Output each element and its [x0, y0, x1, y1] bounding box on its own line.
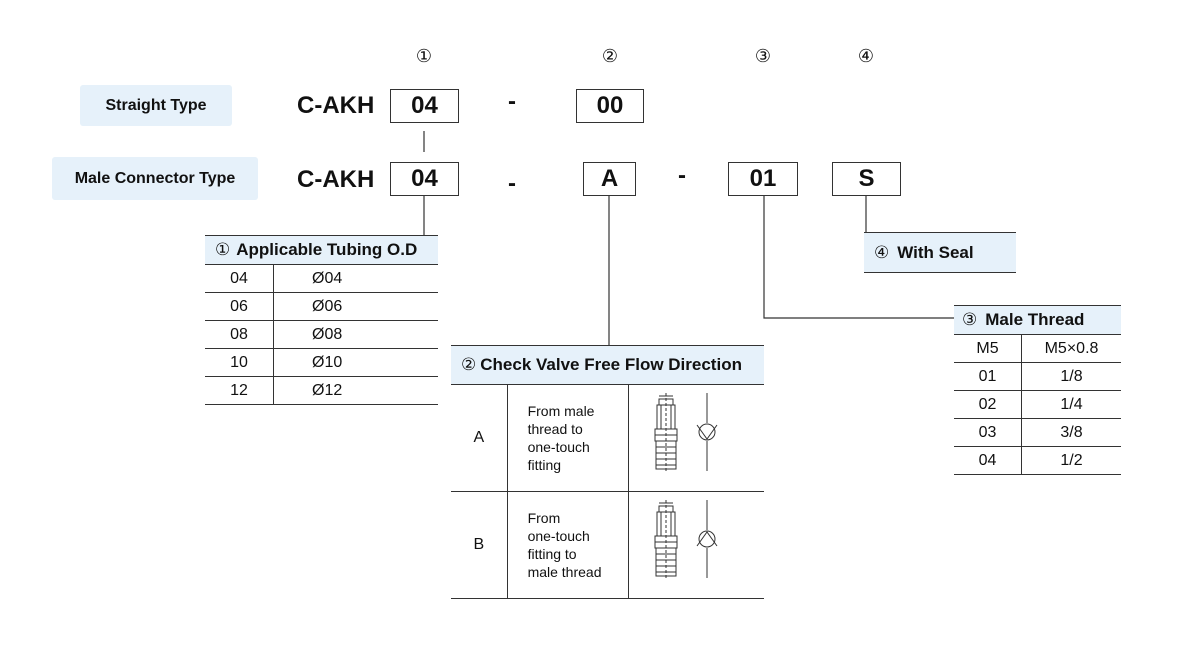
check-valve-description: From male thread to one-touch fitting	[507, 385, 630, 492]
fitting-symbol-a	[654, 392, 718, 473]
table-row: M5 M5×0.8	[954, 335, 1121, 363]
tubing-code: 12	[205, 376, 274, 405]
tubing-value: Ø12	[273, 376, 438, 405]
marker-1: ①	[415, 46, 433, 67]
table-row: 03 3/8	[954, 418, 1121, 447]
tubing-value: Ø08	[273, 320, 438, 349]
thread-code: 03	[954, 418, 1022, 447]
thread-code: 01	[954, 362, 1022, 391]
description-line: thread to	[527, 421, 583, 437]
male-thread-header: ③ Male Thread	[954, 305, 1121, 335]
check-valve-code: B	[451, 491, 508, 599]
check-valve-code: A	[451, 385, 508, 492]
male-dash-1: -	[508, 170, 516, 197]
table-row: 04 Ø04	[205, 265, 438, 293]
table-row: 08 Ø08	[205, 320, 438, 349]
male-tube-code: 04	[390, 162, 459, 196]
table-row: 02 1/4	[954, 390, 1121, 419]
male-dash-2: -	[678, 162, 686, 189]
check-valve-figure	[628, 491, 764, 599]
table-row: 04 1/2	[954, 446, 1121, 475]
with-seal-box: ④ With Seal	[864, 232, 1016, 273]
tubing-code: 10	[205, 348, 274, 377]
check-valve-table: ② Check Valve Free Flow Direction A From…	[451, 345, 764, 599]
tubing-title: Applicable Tubing O.D	[236, 240, 418, 259]
thread-value: M5×0.8	[1021, 335, 1121, 363]
tubing-marker: ①	[215, 240, 231, 260]
tubing-value: Ø06	[273, 292, 438, 321]
thread-code: M5	[954, 335, 1022, 363]
marker-2: ②	[601, 46, 619, 67]
male-thread-table: ③ Male Thread M5 M5×0.8 01 1/8 02 1/4 03…	[954, 305, 1121, 475]
straight-tube-code: 04	[390, 89, 459, 123]
male-seal-code: S	[832, 162, 901, 196]
male-direction-code: A	[583, 162, 636, 196]
male-prefix: C-AKH	[297, 166, 375, 193]
tubing-code: 06	[205, 292, 274, 321]
check-valve-description: From one-touch fitting to male thread	[507, 491, 630, 599]
check-valve-figure	[628, 385, 764, 492]
male-thread-marker: ③	[962, 310, 978, 330]
description-line: one-touch	[527, 528, 590, 544]
tubing-code: 04	[205, 265, 274, 293]
marker-4: ④	[857, 46, 875, 67]
table-row: 10 Ø10	[205, 348, 438, 377]
description-line: From	[527, 510, 561, 526]
seal-marker: ④	[874, 242, 890, 263]
male-thread-title: Male Thread	[985, 310, 1085, 329]
table-row: 01 1/8	[954, 362, 1121, 391]
straight-prefix: C-AKH	[297, 92, 375, 119]
description-line: male thread	[527, 564, 602, 580]
thread-value: 1/4	[1021, 390, 1121, 419]
marker-3: ③	[754, 46, 772, 67]
tubing-header: ① Applicable Tubing O.D	[205, 235, 438, 265]
tubing-value: Ø10	[273, 348, 438, 377]
male-thread-code: 01	[728, 162, 798, 196]
description-line: From male	[527, 403, 595, 419]
tubing-table: ① Applicable Tubing O.D 04 Ø04 06 Ø06 08…	[205, 235, 438, 405]
straight-type-label: Straight Type	[80, 85, 232, 126]
straight-dash: -	[508, 88, 516, 115]
male-connector-type-label: Male Connector Type	[52, 157, 258, 200]
table-row: 06 Ø06	[205, 292, 438, 321]
thread-value: 3/8	[1021, 418, 1121, 447]
table-row: 12 Ø12	[205, 376, 438, 405]
check-valve-title: Check Valve Free Flow Direction	[480, 355, 742, 374]
tubing-code: 08	[205, 320, 274, 349]
table-row: B From one-touch fitting to male thread	[451, 491, 764, 599]
description-line: fitting	[527, 457, 562, 473]
check-valve-marker: ②	[461, 355, 477, 375]
thread-value: 1/8	[1021, 362, 1121, 391]
seal-title: With Seal	[897, 242, 974, 262]
thread-value: 1/2	[1021, 446, 1121, 475]
fitting-symbol-b	[654, 499, 718, 580]
check-valve-header: ② Check Valve Free Flow Direction	[451, 345, 764, 385]
table-row: A From male thread to one-touch fitting	[451, 385, 764, 492]
thread-code: 04	[954, 446, 1022, 475]
description-line: fitting to	[527, 546, 577, 562]
straight-suffix-code: 00	[576, 89, 644, 123]
thread-code: 02	[954, 390, 1022, 419]
tubing-value: Ø04	[273, 265, 438, 293]
description-line: one-touch	[527, 439, 590, 455]
